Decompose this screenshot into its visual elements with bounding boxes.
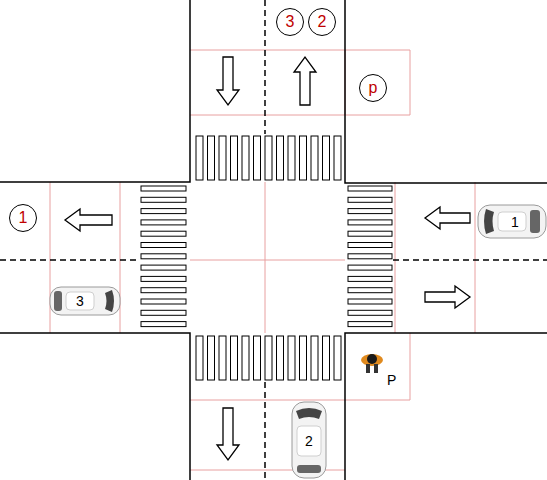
crosswalk-stripe <box>300 136 307 180</box>
crosswalk-stripe <box>254 336 261 380</box>
callout-number: 2 <box>318 14 327 30</box>
crosswalk-stripe <box>348 322 392 327</box>
crosswalk-stripe <box>348 186 392 191</box>
crosswalk-stripe <box>196 136 203 180</box>
crosswalk-stripe <box>141 310 186 315</box>
car-number: 3 <box>76 294 84 308</box>
crosswalk-stripe <box>348 231 392 236</box>
crosswalk-stripe <box>141 243 186 248</box>
crosswalk-stripe <box>334 136 341 180</box>
crosswalk-stripe <box>288 336 295 380</box>
crosswalk-stripe <box>348 254 392 259</box>
lane-arrows <box>65 57 470 460</box>
crosswalk-stripe <box>265 336 272 380</box>
crosswalk-stripe <box>196 336 203 380</box>
crosswalk-stripe <box>323 336 330 380</box>
crosswalk-stripe <box>141 299 186 304</box>
crosswalks <box>141 136 392 380</box>
crosswalk-stripe <box>300 336 307 380</box>
crosswalk-stripe <box>141 197 186 202</box>
crosswalk-stripe <box>242 136 249 180</box>
pedestrian <box>361 354 383 373</box>
crosswalk-stripe <box>348 220 392 225</box>
crosswalk-stripe <box>348 276 392 281</box>
crosswalk-stripe <box>277 336 284 380</box>
car-number: 1 <box>511 215 519 229</box>
callout-circle: 1 <box>9 204 37 232</box>
crosswalk-stripe <box>348 299 392 304</box>
crosswalk-stripe <box>141 220 186 225</box>
callout-circle: 3 <box>276 8 304 36</box>
crosswalk-stripe <box>242 336 249 380</box>
crosswalk-stripe <box>141 209 186 214</box>
callout-circle: 2 <box>308 8 336 36</box>
crosswalk-stripe <box>219 136 226 180</box>
crosswalk-stripe <box>288 136 295 180</box>
crosswalk-stripe <box>219 336 226 380</box>
crosswalk-stripe <box>141 186 186 191</box>
crosswalk-stripe <box>208 136 215 180</box>
crosswalk-stripe <box>141 254 186 259</box>
crosswalk-stripe <box>348 243 392 248</box>
crosswalk-stripe <box>311 136 318 180</box>
callout-number: p <box>369 80 378 96</box>
crosswalk-stripe <box>277 136 284 180</box>
crosswalk-stripe <box>348 288 392 293</box>
crosswalk-stripe <box>231 336 238 380</box>
crosswalk-stripe <box>141 288 186 293</box>
callout-number: 1 <box>19 210 28 226</box>
callout-number: 3 <box>286 14 295 30</box>
crosswalk-stripe <box>141 322 186 327</box>
crosswalk-stripe <box>348 310 392 315</box>
crosswalk-stripe <box>141 265 186 270</box>
crosswalk-stripe <box>254 136 261 180</box>
crosswalk-stripe <box>311 336 318 380</box>
crosswalk-stripe <box>231 136 238 180</box>
crosswalk-stripe <box>348 265 392 270</box>
car-1 <box>478 205 546 238</box>
crosswalk-stripe <box>334 336 341 380</box>
crosswalk-stripe <box>265 136 272 180</box>
car-2 <box>292 402 326 478</box>
crosswalk-stripe <box>141 276 186 281</box>
crosswalk-stripe <box>348 209 392 214</box>
crosswalk-stripe <box>348 197 392 202</box>
pedestrian-label: P <box>387 373 396 387</box>
crosswalk-stripe <box>323 136 330 180</box>
car-number: 2 <box>305 434 313 448</box>
car-3 <box>50 287 120 315</box>
crosswalk-stripe <box>208 336 215 380</box>
callout-circle: p <box>359 74 387 102</box>
crosswalk-stripe <box>141 231 186 236</box>
